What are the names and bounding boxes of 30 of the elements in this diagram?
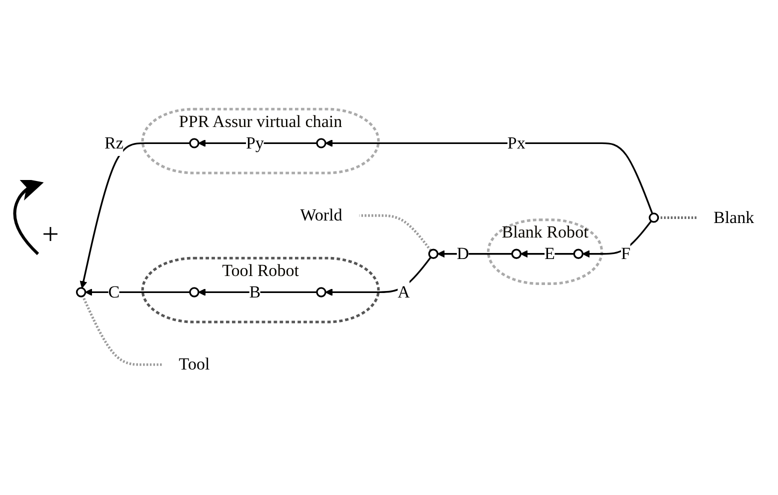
- node-circle: [76, 287, 86, 298]
- sign-label: +: [42, 220, 59, 250]
- arrow: [85, 288, 190, 296]
- edge-label: Py: [246, 134, 264, 153]
- edge-label: B: [249, 282, 261, 302]
- arrow: [325, 139, 654, 214]
- node-circle: [648, 212, 659, 223]
- connector: [359, 214, 432, 252]
- node-text: World: [300, 206, 342, 225]
- edge-label: E: [544, 244, 555, 264]
- node-text: Tool: [178, 355, 210, 374]
- edge-label: Px: [507, 134, 526, 153]
- arrow: [80, 142, 190, 288]
- node-circle: [573, 248, 584, 259]
- edge-label: F: [620, 244, 630, 264]
- edge-label: A: [398, 282, 410, 302]
- node-circle: [511, 248, 522, 259]
- edge-label: C: [108, 282, 120, 302]
- arrow: [325, 256, 432, 296]
- node-text: Blank: [713, 208, 754, 228]
- connector: [82, 296, 162, 366]
- arrow: [198, 288, 317, 296]
- connector: [658, 216, 696, 219]
- node-circle: [316, 287, 326, 298]
- edge-label: Rz: [104, 134, 124, 153]
- edge-label: D: [456, 244, 470, 264]
- node-circle: [316, 138, 326, 148]
- node-circle: [428, 248, 438, 259]
- node-circle: [189, 287, 200, 298]
- node-circle: [189, 138, 200, 148]
